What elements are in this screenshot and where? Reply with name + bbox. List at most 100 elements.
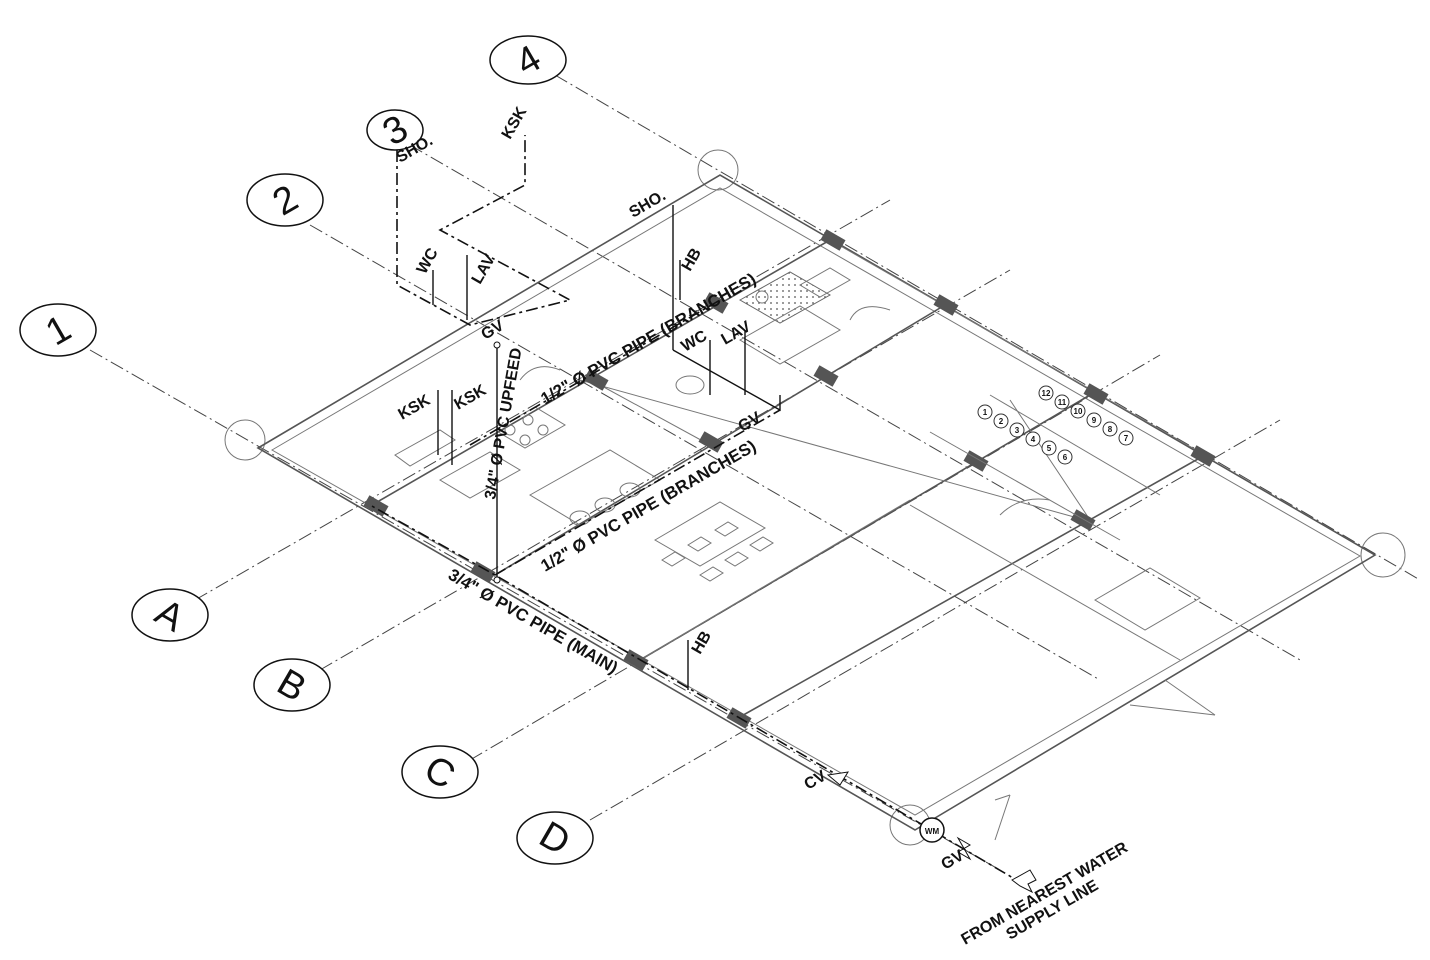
corner-circle bbox=[1360, 532, 1406, 578]
partition bbox=[599, 384, 711, 446]
stair-step-number: 2 bbox=[999, 417, 1004, 426]
grid-bubble-3: 3 bbox=[366, 107, 424, 154]
stair-step-circle bbox=[1102, 421, 1118, 437]
column bbox=[698, 431, 724, 453]
stair-step-number: 3 bbox=[1015, 426, 1020, 435]
stair-step-number: 6 bbox=[1063, 453, 1068, 462]
column bbox=[1083, 383, 1109, 405]
partition bbox=[494, 304, 946, 576]
stair bbox=[929, 394, 1161, 541]
label-pipe-upfeed: 3/4" Ø PVC UPFEED bbox=[482, 347, 525, 501]
partition bbox=[371, 239, 831, 506]
stair-step-circle bbox=[1118, 430, 1134, 446]
label-wc-lower: WC bbox=[679, 327, 711, 355]
grid-line-4 bbox=[554, 74, 1421, 581]
grid-bubble-a: A bbox=[131, 588, 209, 642]
main-pipe bbox=[369, 504, 1026, 886]
grid-bubble-d: D bbox=[516, 811, 594, 865]
stair-step-number: 10 bbox=[1074, 407, 1083, 416]
lavatory bbox=[755, 290, 769, 304]
stair-step-circle bbox=[977, 404, 993, 420]
label-gv-lower: GV bbox=[736, 409, 765, 435]
label-source-line1: FROM NEAREST WATER bbox=[959, 839, 1132, 948]
partition bbox=[737, 454, 1206, 719]
kitchen-counter bbox=[439, 451, 521, 499]
label-lav-upper: LAV bbox=[469, 252, 499, 287]
column bbox=[623, 649, 649, 671]
column bbox=[820, 229, 846, 251]
corner-circle bbox=[224, 419, 266, 461]
partition bbox=[639, 499, 911, 661]
stair-step-circle bbox=[1086, 412, 1102, 428]
door-swing bbox=[1164, 679, 1216, 716]
bathroom-floor bbox=[739, 305, 841, 365]
stair-step-number: 12 bbox=[1042, 389, 1051, 398]
label-cv: CV bbox=[802, 767, 830, 793]
gate-valve-meter bbox=[956, 836, 972, 861]
stair-step-number: 1 bbox=[983, 408, 988, 417]
branch-pipe-lower bbox=[494, 409, 781, 576]
shower-area bbox=[738, 271, 832, 324]
partition bbox=[829, 239, 1206, 456]
check-valve bbox=[826, 771, 849, 786]
stair-step-circle bbox=[1041, 440, 1057, 456]
label-ksk-upper: KSK bbox=[499, 104, 531, 142]
bath-branch bbox=[672, 349, 781, 412]
outer-wall bbox=[256, 174, 1377, 831]
water-meter bbox=[919, 817, 945, 843]
door-swing bbox=[519, 366, 561, 381]
grid-line-c bbox=[469, 354, 1161, 761]
label-sho-lower: SHO. bbox=[627, 187, 669, 221]
grid-line-d bbox=[589, 419, 1281, 821]
column bbox=[813, 365, 839, 387]
stair-step-number: 8 bbox=[1108, 425, 1113, 434]
partition bbox=[1009, 399, 1091, 521]
grid-line-2 bbox=[309, 224, 1101, 681]
stair-step-circle bbox=[1025, 431, 1041, 447]
grid-line-a bbox=[194, 199, 891, 601]
riser-bottom bbox=[493, 576, 501, 584]
inner-wall bbox=[270, 187, 1361, 816]
grid-line-3 bbox=[409, 144, 1301, 661]
label-pipe-main: 3/4" Ø PVC PIPE (MAIN) bbox=[445, 565, 621, 678]
grid-bubble-b: B bbox=[253, 658, 331, 712]
stair-step-number: 4 bbox=[1031, 435, 1036, 444]
gate bbox=[994, 794, 1011, 801]
label-hb-lower: HB bbox=[689, 628, 715, 657]
riser-top bbox=[493, 341, 501, 349]
door-swing bbox=[1129, 704, 1216, 716]
grid-bubble-1: 1 bbox=[19, 303, 97, 357]
stove bbox=[494, 406, 566, 449]
grid-bubble-c: C bbox=[401, 745, 479, 799]
door-swing bbox=[849, 306, 891, 321]
label-lav-lower: LAV bbox=[719, 318, 754, 348]
stair-step-circle bbox=[1009, 422, 1025, 438]
stair-step-circle bbox=[993, 413, 1009, 429]
label-ksk-left: KSK bbox=[396, 392, 434, 424]
column bbox=[963, 450, 989, 472]
stair-step-circle bbox=[1054, 394, 1070, 410]
floor-plan bbox=[256, 174, 1377, 841]
stair-step-number: 9 bbox=[1092, 416, 1097, 425]
label-wc-upper: WC bbox=[414, 245, 442, 277]
column bbox=[470, 561, 496, 583]
dining-table bbox=[654, 501, 774, 582]
bed bbox=[1094, 567, 1201, 631]
gate bbox=[994, 794, 1011, 841]
grid-bubble-2: 2 bbox=[246, 173, 324, 227]
label-hb-upper: HB bbox=[679, 245, 705, 274]
grid-lines bbox=[89, 74, 1421, 871]
stair-step-circle bbox=[1057, 449, 1073, 465]
stair-step-number: 5 bbox=[1047, 444, 1052, 453]
grid-bubble-4: 4 bbox=[489, 35, 567, 85]
supply-arrow-icon bbox=[1011, 869, 1037, 894]
column bbox=[1070, 509, 1096, 531]
bed-chair bbox=[799, 267, 851, 298]
branch-pipe-upper bbox=[469, 299, 721, 446]
stair-step-circle bbox=[1038, 385, 1054, 401]
label-ksk-right: KSK bbox=[452, 382, 490, 414]
toilet bbox=[675, 375, 705, 395]
piping: WM bbox=[369, 135, 1037, 894]
partition bbox=[909, 504, 1181, 661]
